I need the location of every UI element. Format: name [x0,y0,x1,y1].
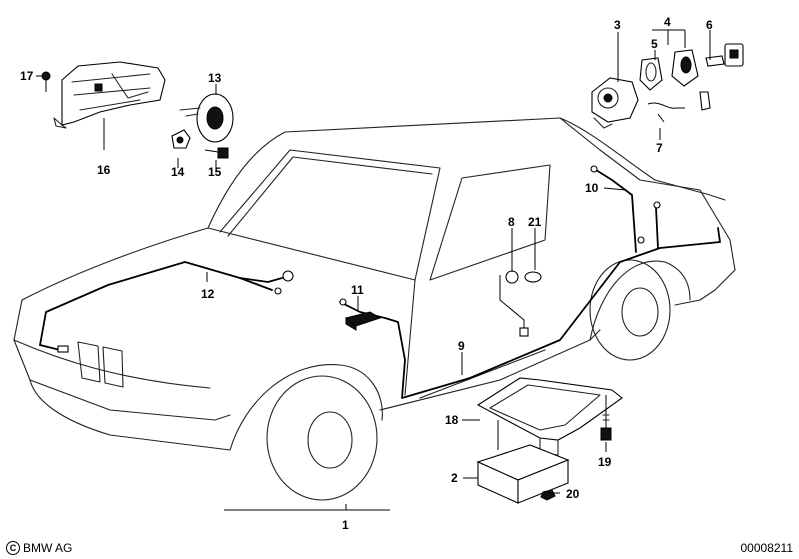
part-5-bezel [639,57,663,91]
label-part-18: 18 [445,413,459,427]
label-part-14: 14 [171,165,185,179]
wiring-harness-12 [39,261,294,353]
label-part-6: 6 [706,18,713,32]
part-3-lock-cylinder [591,77,639,129]
label-part-20: 20 [566,487,580,501]
part-4-cover [671,49,699,87]
label-part-19: 19 [598,455,612,469]
part-20-nut [540,489,556,501]
label-part-11: 11 [351,283,364,297]
part-18-bracket [476,377,623,456]
part-number-labels: 1 2 3 4 5 6 7 8 9 10 11 12 13 14 15 16 1… [20,15,713,532]
label-part-9: 9 [458,339,465,353]
label-part-21: 21 [528,215,542,229]
label-part-5: 5 [651,37,658,51]
leader-lines [36,29,711,511]
label-part-10: 10 [585,181,599,195]
label-part-3: 3 [614,18,621,32]
part-11-module [339,298,382,331]
copyright-icon: C [6,541,20,555]
copyright-owner: BMW AG [23,541,73,555]
part-7-wire-connector [647,91,711,123]
part-15-bolt [204,147,229,159]
label-part-16: 16 [97,163,111,177]
label-part-4: 4 [664,15,671,29]
label-part-1: 1 [342,518,349,532]
part-2-control-unit [476,420,570,504]
part-19-bolt [600,395,612,441]
label-part-8: 8 [508,215,515,229]
label-part-17: 17 [20,69,34,83]
label-part-2: 2 [451,471,458,485]
label-part-13: 13 [208,71,222,85]
part-14-bracket [171,129,191,149]
label-part-12: 12 [201,287,215,301]
label-part-7: 7 [656,141,663,155]
part-17-screw [41,71,51,92]
car-body-outline [13,117,736,501]
part-6-key [705,43,744,67]
part-13-horn [179,93,234,143]
part-16-housing [53,61,166,129]
wiring-harness-9 [339,165,721,399]
label-part-15: 15 [208,165,222,179]
part-8-21-clamp [499,270,542,337]
copyright-notice: C BMW AG [6,541,72,555]
document-number: 00008211 [740,541,794,555]
